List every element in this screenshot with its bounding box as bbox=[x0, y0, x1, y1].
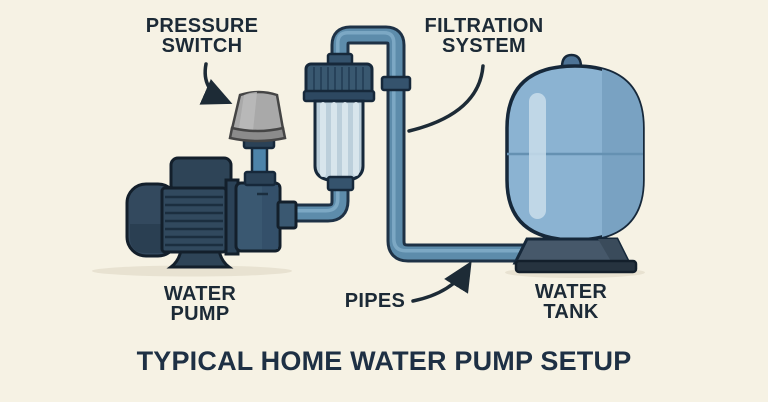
pressure-switch-label: PRESSURE SWITCH bbox=[128, 16, 276, 57]
pump-outlet bbox=[276, 200, 298, 230]
arrow-to-pipes bbox=[411, 261, 472, 303]
pipe-filter-to-tank bbox=[330, 25, 532, 263]
pump-head-endplate bbox=[262, 185, 278, 249]
water-pump-label-line2: PUMP bbox=[170, 303, 230, 326]
water-pump-label-line1: WATER bbox=[163, 283, 237, 305]
water-tank-label-line2: TANK bbox=[543, 301, 599, 324]
switch-body-highlight bbox=[239, 92, 257, 131]
diagram-title: TYPICAL HOME WATER PUMP SETUP bbox=[136, 346, 632, 376]
tank-base-shade bbox=[598, 239, 629, 263]
water-pump-label: WATER PUMP bbox=[130, 284, 270, 325]
switch-bottom-band bbox=[228, 126, 287, 143]
filter-bottom-fitting bbox=[326, 175, 355, 192]
pump-shadow bbox=[92, 265, 292, 277]
filtration-system-label-line1: FILTRATION bbox=[424, 15, 544, 37]
arrow-to-filtration-pipe bbox=[407, 64, 485, 133]
filtration-system-label-line2: SYSTEM bbox=[441, 35, 527, 58]
filtration-system-label: FILTRATION SYSTEM bbox=[410, 16, 558, 57]
filter-cartridge-stripes bbox=[320, 102, 359, 179]
pressure-switch-label-line1: PRESSURE bbox=[145, 15, 259, 37]
pipes-label: PIPES bbox=[336, 290, 414, 312]
pressure-switch-label-line2: SWITCH bbox=[161, 35, 243, 58]
tank-base-plate bbox=[514, 259, 638, 274]
switch-base-flange bbox=[243, 170, 277, 187]
water-tank-label: WATER TANK bbox=[501, 282, 641, 323]
water-tank-graphic bbox=[505, 53, 645, 274]
pipe-pump-to-filter bbox=[286, 176, 350, 223]
filtration-system-graphic bbox=[302, 52, 376, 192]
pipes-label-line1: PIPES bbox=[344, 290, 406, 312]
arrow-to-pressure-switch bbox=[199, 62, 233, 105]
pump-ribs-lines bbox=[165, 195, 223, 247]
pressure-switch-graphic bbox=[228, 90, 287, 187]
filter-cap-ribs bbox=[313, 67, 364, 92]
pump-foot bbox=[166, 248, 234, 269]
pipe-coupling bbox=[380, 75, 412, 92]
tank-highlight bbox=[529, 93, 546, 219]
water-pump-graphic bbox=[125, 156, 298, 269]
tank-knob bbox=[560, 53, 583, 69]
water-tank-label-line1: WATER bbox=[534, 281, 608, 303]
